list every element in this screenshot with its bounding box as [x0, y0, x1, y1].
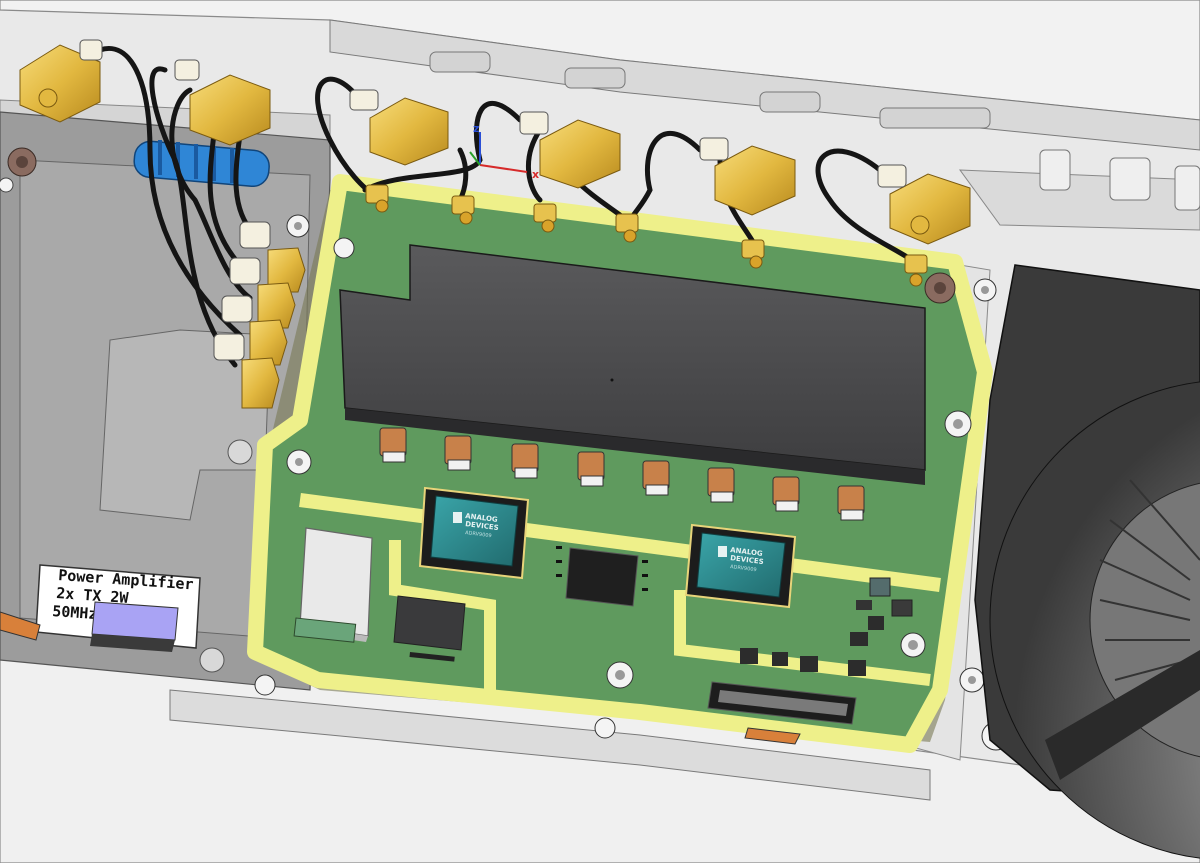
sma-connector [239, 221, 306, 293]
rf-part [642, 460, 670, 496]
screw [286, 449, 312, 475]
rf-part [837, 485, 865, 521]
power-ic [393, 595, 466, 662]
ufl-connector [904, 254, 928, 287]
screw [606, 661, 634, 689]
transceiver-chip-1: ANALOG DEVICES ADRV9009 [418, 486, 530, 580]
oscillator-can [293, 527, 373, 643]
cooling-fan [974, 264, 1200, 859]
chip-2-model: ADRV9009 [730, 564, 757, 573]
coax-cables [97, 46, 918, 368]
rf-part [511, 443, 539, 479]
sma-connector [349, 89, 449, 166]
rf-part [707, 467, 735, 503]
screw [944, 410, 972, 438]
ufl-connector [615, 213, 639, 243]
rf-part [772, 476, 800, 512]
rf-components-row [379, 427, 865, 521]
screw [594, 717, 616, 739]
sma-connector [19, 39, 103, 123]
axis-z-label: z [473, 122, 479, 135]
analog-devices-logo [453, 512, 462, 523]
screw [973, 278, 997, 302]
sma-connector [877, 164, 971, 245]
rf-part [444, 435, 472, 471]
transceiver-chip-2: ANALOG DEVICES ADRV9009 [684, 523, 797, 609]
sma-connector [221, 295, 288, 366]
sma-connector [699, 137, 796, 216]
ufl-connector [533, 203, 557, 233]
screw [924, 272, 956, 304]
sma-connector [174, 59, 271, 146]
screw [333, 237, 355, 259]
sma-connector [229, 257, 296, 329]
axis-x-label: x [532, 168, 539, 181]
ufl-connectors [365, 184, 928, 287]
passive-components [740, 577, 913, 676]
screw [959, 667, 985, 693]
analog-devices-logo [718, 546, 727, 557]
side-sma-connectors [213, 221, 306, 409]
sma-connector [519, 111, 621, 189]
chip-1-model: ADRV9009 [465, 530, 492, 539]
chip-2-brand-line1: ANALOG [730, 546, 764, 558]
ufl-connector [451, 195, 475, 225]
screw [286, 214, 310, 238]
screw [900, 632, 926, 658]
board-connector [707, 681, 857, 745]
axis-triad: z x [469, 122, 539, 181]
rf-part [577, 451, 605, 487]
label-line-2: 2x TX 2W [56, 584, 130, 607]
heatsink-shield [339, 244, 926, 485]
screw [254, 674, 276, 696]
chip-1-brand-line1: ANALOG [465, 512, 499, 524]
sma-connector [213, 333, 280, 409]
rf-part [379, 427, 407, 463]
ufl-connector [365, 184, 389, 213]
center-ic [556, 546, 648, 607]
sma-connectors [19, 39, 971, 245]
ufl-connector [741, 239, 765, 269]
